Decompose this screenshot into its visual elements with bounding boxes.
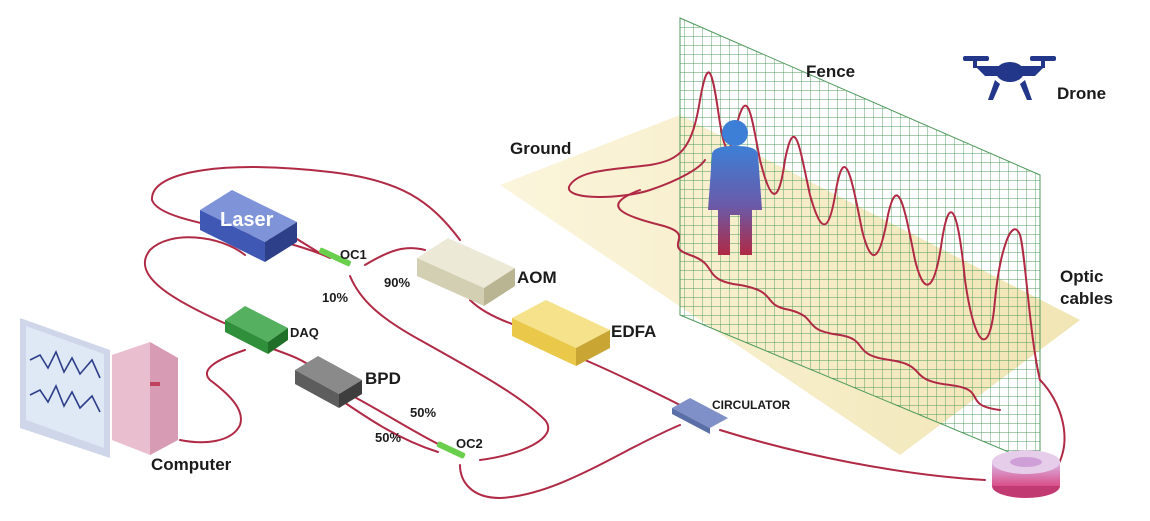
laser-label: Laser [220,209,274,231]
aom-module-icon [417,238,515,306]
oc2-coupler [436,441,466,459]
fiber-ground-wave [617,189,1001,411]
oc1-label: OC1 [340,247,367,262]
fiber-edfa-circ [584,359,681,406]
edfa-label: EDFA [611,322,657,341]
laser-source-icon [200,190,297,262]
fiber-circ-oc2 [459,424,681,499]
fiber-daq-computer [179,349,246,444]
oc2-label: OC2 [456,436,483,451]
optic-label-line1: Optic [1060,267,1104,286]
fiber-spool-fence [1039,379,1066,471]
edfa-amplifier-icon [512,300,610,366]
circulator-label: CIRCULATOR [712,398,791,412]
daq-label: DAQ [290,325,319,340]
aom-label: AOM [517,268,557,287]
computer-icon [20,318,178,458]
person-icon [708,120,762,255]
fiber-oc1-aom [364,247,426,266]
fiber-left-loop [143,236,246,331]
drone-icon [963,56,1056,100]
computer-label: Computer [151,455,232,474]
fence-label: Fence [806,62,856,81]
fiber-oc1-oc2 [349,275,550,461]
ratio-50-upper-label: 50% [410,405,437,420]
fiber-aom-edfa [469,299,516,326]
ratio-90-label: 90% [384,275,411,290]
bpd-label: BPD [365,369,401,388]
oc1-coupler [318,247,352,267]
drone-label: Drone [1057,84,1107,103]
optic-label-line2: cables [1060,289,1113,308]
circulator-icon [672,398,728,434]
fiber-spool-icon [992,450,1060,498]
fiber-bpd-oc2b [337,397,439,453]
ratio-50-lower-label: 50% [375,430,402,445]
ground-label: Ground [510,139,572,158]
ratio-10-label: 10% [322,290,349,305]
fiber-bpd-oc2a [344,391,441,446]
fiber-fence-wave [567,71,1041,381]
daq-card-icon [225,306,288,354]
bpd-detector-icon [295,356,362,408]
fiber-circ-spool [719,429,986,481]
